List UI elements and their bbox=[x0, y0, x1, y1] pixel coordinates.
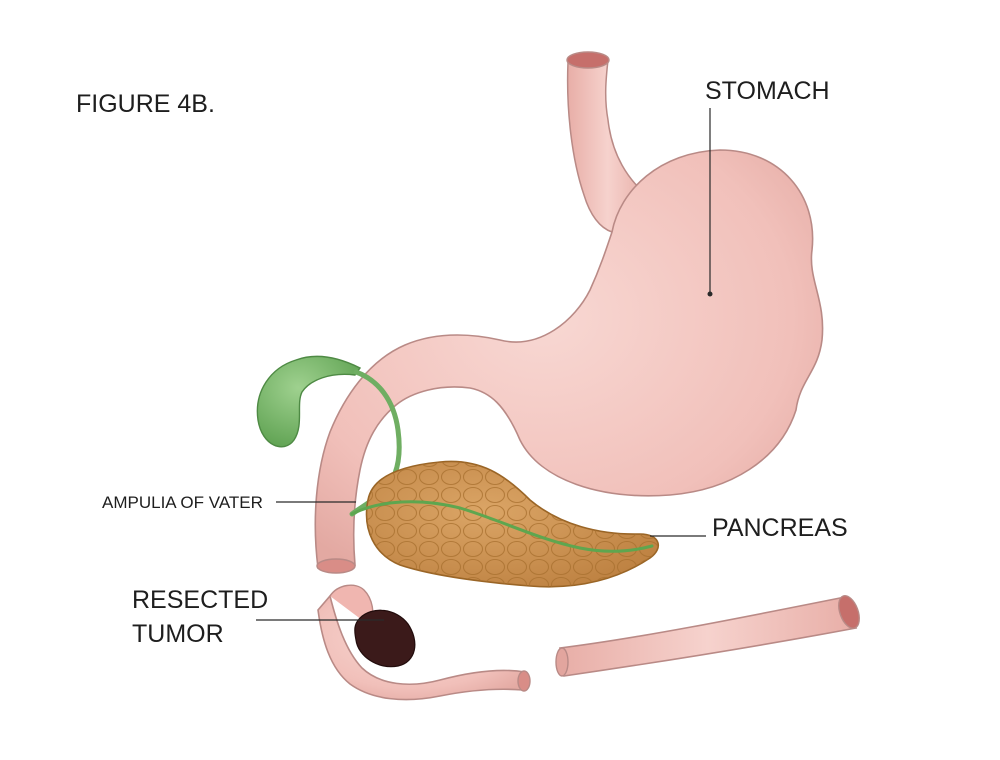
pancreas-shape bbox=[350, 460, 660, 588]
ampulla-label: AMPULIA OF VATER bbox=[102, 493, 263, 512]
figure-title: FIGURE 4B. bbox=[76, 90, 215, 118]
resected-tumor-label-line1: RESECTED bbox=[132, 586, 269, 614]
pancreas-label: PANCREAS bbox=[712, 514, 848, 542]
tumor-mass bbox=[354, 609, 416, 668]
distal-bowel-segment bbox=[555, 595, 860, 677]
resected-tumor-label: RESECTED TUMOR bbox=[132, 583, 268, 651]
stomach-label: STOMACH bbox=[705, 77, 830, 105]
esophagus bbox=[566, 51, 650, 233]
resected-segment bbox=[317, 584, 531, 701]
leader-lines bbox=[256, 108, 713, 621]
resected-tumor-label-line2: TUMOR bbox=[132, 620, 224, 648]
stomach-shape bbox=[314, 149, 824, 574]
